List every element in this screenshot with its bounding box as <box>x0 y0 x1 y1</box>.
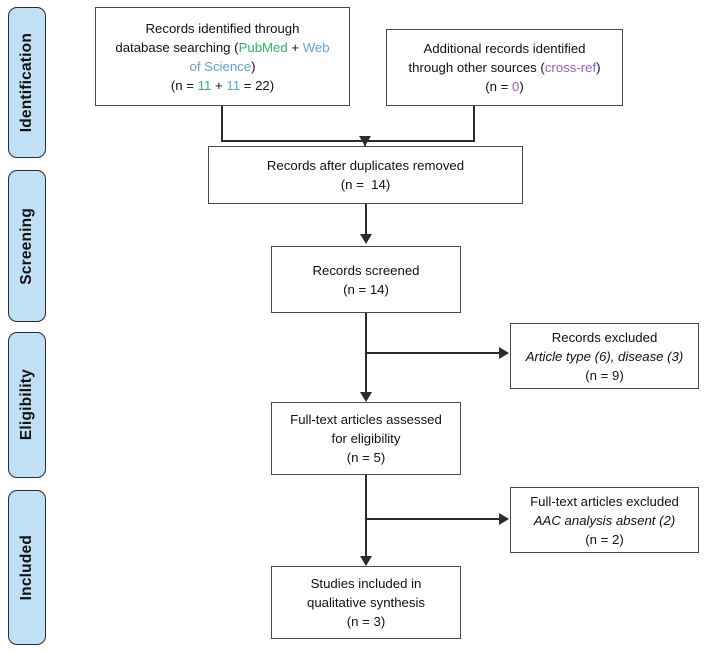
additional-records-line-2-prefix: through other sources ( <box>408 60 545 75</box>
records-identified-count: (n = 11 + 11 = 22) <box>171 76 274 95</box>
pubmed-count: 11 <box>197 77 212 93</box>
arrow-down-to-included <box>360 556 372 566</box>
fulltext-assessed-line-2: for eligibility <box>331 431 401 446</box>
records-excluded-count: (n = 9) <box>585 367 624 383</box>
stage-tab-label: Included <box>18 534 35 601</box>
connector-duplicates-to-screened <box>365 204 367 236</box>
arrow-down-to-screened <box>360 234 372 244</box>
studies-included-count: (n = 3) <box>346 614 386 629</box>
stage-tab-screening[interactable]: Screening <box>8 170 46 322</box>
connector-identified-to-duplicates <box>221 106 223 141</box>
box-records-excluded: Records excluded Article type (6), disea… <box>510 323 699 389</box>
records-screened-line-1: Records screened <box>312 262 420 278</box>
records-identified-line-2-prefix: database searching ( <box>115 39 239 55</box>
connector-fulltext-down <box>365 475 367 558</box>
records-identified-count-prefix: (n = <box>170 77 198 93</box>
fulltext-assessed-count: (n = 5) <box>346 450 386 465</box>
studies-included-line-2: qualitative synthesis <box>306 595 426 610</box>
arrow-right-to-fulltext-excluded <box>499 513 509 525</box>
arrow-down-to-duplicates <box>359 136 371 146</box>
pubmed-label: PubMed <box>238 39 288 55</box>
studies-included-line-1: Studies included in <box>310 576 422 591</box>
fulltext-excluded-reasons: AAC analysis absent (2) <box>533 512 676 528</box>
fulltext-excluded-line-1: Full-text articles excluded <box>530 493 679 509</box>
records-identified-plus: + <box>287 39 303 55</box>
box-additional-records: Additional records identified through ot… <box>386 29 623 106</box>
stage-tab-label: Identification <box>18 32 35 133</box>
additional-records-line-1: Additional records identified <box>423 41 586 56</box>
box-records-identified: Records identified through database sear… <box>95 7 350 106</box>
duplicates-removed-line-1: Records after duplicates removed <box>266 158 465 173</box>
cross-ref-label: cross-ref <box>544 60 597 75</box>
web-of-science-label-part2: of Science <box>189 58 252 74</box>
additional-records-line-2: through other sources (cross-ref) <box>408 58 600 77</box>
arrow-down-to-fulltext <box>360 392 372 402</box>
records-identified-close-paren: ) <box>251 58 256 74</box>
box-records-screened: Records screened (n = 14) <box>271 246 461 313</box>
cross-ref-count: 0 <box>512 79 520 94</box>
records-identified-line-1: Records identified through <box>145 20 300 36</box>
additional-records-count-suffix: ) <box>519 79 524 94</box>
box-studies-included: Studies included in qualitative synthesi… <box>271 566 461 639</box>
connector-fulltext-to-excluded <box>365 518 501 520</box>
records-identified-count-total: = 22) <box>240 77 275 93</box>
stage-tab-label: Screening <box>18 207 35 285</box>
stage-tab-identification[interactable]: Identification <box>8 7 46 158</box>
web-of-science-label-part1: Web <box>302 39 330 55</box>
box-fulltext-excluded: Full-text articles excluded AAC analysis… <box>510 487 699 553</box>
stage-tab-label: Eligibility <box>18 369 35 441</box>
records-excluded-line-1: Records excluded <box>551 329 658 345</box>
web-of-science-count: 11 <box>226 77 241 93</box>
connector-merge-horizontal <box>221 140 475 142</box>
box-duplicates-removed: Records after duplicates removed (n = 14… <box>208 146 523 204</box>
records-identified-count-plus: + <box>211 77 227 93</box>
records-excluded-reasons: Article type (6), disease (3) <box>525 348 684 364</box>
connector-screened-to-excluded <box>365 352 501 354</box>
stage-tab-included[interactable]: Included <box>8 490 46 645</box>
additional-records-close-paren: ) <box>596 60 601 75</box>
duplicates-removed-count: (n = 14) <box>340 177 391 192</box>
arrow-right-to-records-excluded <box>499 347 509 359</box>
stage-tab-eligibility[interactable]: Eligibility <box>8 332 46 478</box>
records-screened-count: (n = 14) <box>343 281 389 297</box>
fulltext-excluded-count: (n = 2) <box>585 531 624 547</box>
additional-records-count: (n = 0) <box>485 77 524 96</box>
records-identified-line-3: of Science) <box>190 57 256 76</box>
connector-additional-to-duplicates <box>473 106 475 141</box>
records-identified-line-2: database searching (PubMed + Web <box>115 38 329 57</box>
fulltext-assessed-line-1: Full-text articles assessed <box>290 412 442 427</box>
additional-records-count-prefix: (n = <box>485 79 512 94</box>
box-fulltext-assessed: Full-text articles assessed for eligibil… <box>271 402 461 475</box>
